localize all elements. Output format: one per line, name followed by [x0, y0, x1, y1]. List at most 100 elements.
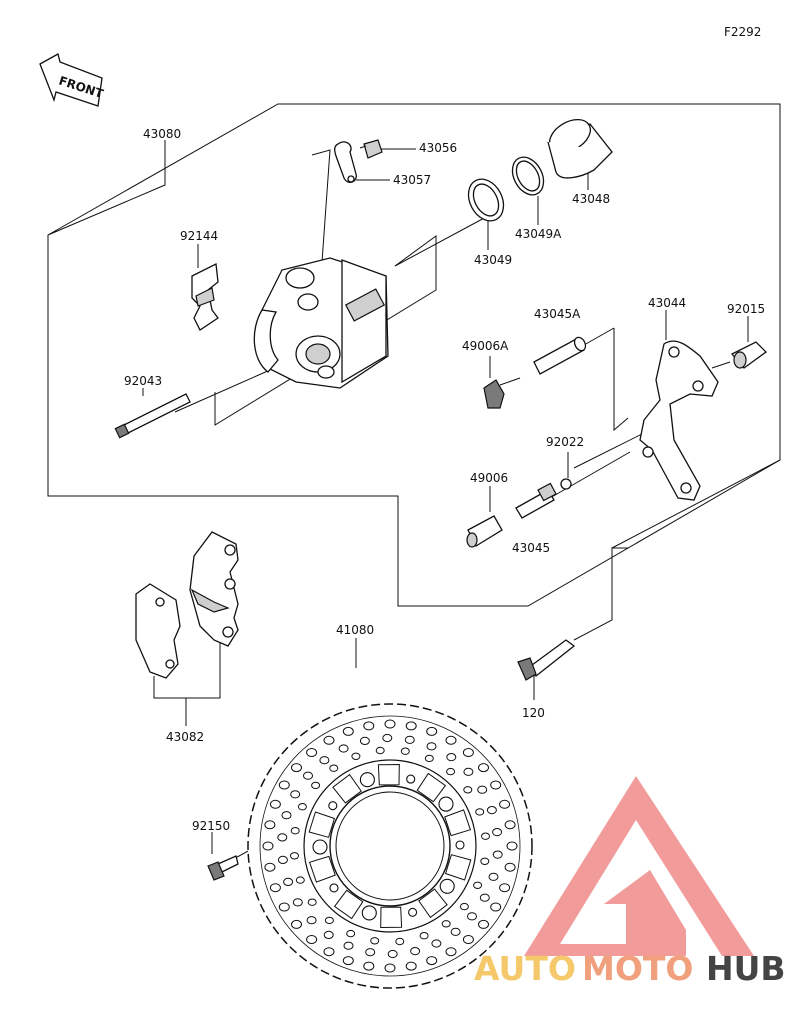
- label-43080: 43080: [143, 127, 181, 141]
- disc-bolt-hole: [408, 907, 418, 917]
- disc-spoke-cutout: [444, 809, 472, 837]
- disc-hole: [346, 929, 356, 938]
- disc-hole: [311, 781, 321, 790]
- brake-disc: [247, 703, 533, 989]
- disc-bolt-hole: [312, 839, 328, 855]
- slide-pin-43045a: [533, 336, 587, 375]
- disc-spoke-cutout: [308, 811, 336, 838]
- watermark-logo: [524, 776, 754, 956]
- disc-hole: [290, 827, 300, 835]
- disc-hole: [481, 832, 490, 840]
- disc-bolt-hole: [328, 801, 338, 811]
- disc-hole: [426, 956, 438, 966]
- circlip-92022: [560, 478, 572, 490]
- caliper-bracket: [639, 340, 719, 501]
- label-49006: 49006: [470, 471, 508, 485]
- disc-hole: [323, 947, 335, 957]
- label-120: 120: [522, 706, 545, 720]
- disc-hole: [278, 780, 290, 790]
- disc-hole: [323, 735, 335, 745]
- disc-hole: [405, 721, 417, 731]
- disc-hole: [404, 735, 415, 744]
- disc-hole: [499, 883, 511, 893]
- disc-hole: [478, 763, 489, 773]
- pad-spring: [191, 263, 219, 331]
- disc-hole: [459, 902, 469, 911]
- disc-hole: [424, 754, 434, 763]
- disc-hole: [462, 748, 474, 757]
- label-43082: 43082: [166, 730, 204, 744]
- disc-hole: [277, 855, 288, 865]
- disc-hole: [269, 883, 281, 893]
- disc-hole: [290, 852, 299, 860]
- label-43049a: 43049A: [515, 227, 562, 241]
- disc-hole: [405, 961, 417, 971]
- label-43057: 43057: [393, 173, 431, 187]
- boot-49006: [466, 515, 503, 548]
- disc-hole: [351, 752, 361, 760]
- disc-hole: [306, 748, 318, 757]
- disc-hole: [486, 806, 497, 815]
- disc-hole: [359, 736, 370, 746]
- disc-hole: [278, 902, 290, 912]
- disc-hole: [324, 916, 334, 925]
- disc-hole: [281, 811, 292, 820]
- disc-hole: [492, 828, 503, 837]
- label-92015: 92015: [727, 302, 765, 316]
- disc-bolt-hole: [439, 878, 455, 894]
- disc-hole: [504, 862, 516, 872]
- slide-pin-43045: [515, 482, 557, 519]
- bolt-120: [517, 639, 576, 681]
- disc-hole: [490, 902, 502, 912]
- disc-hole: [384, 719, 396, 729]
- bleeder-cap: [334, 141, 357, 184]
- disc-hole: [445, 735, 457, 745]
- disc-hole: [363, 721, 375, 731]
- disc-spoke-cutout: [444, 854, 472, 881]
- label-92144: 92144: [180, 229, 218, 243]
- disc-bolt-hole: [455, 840, 465, 850]
- disc-hole: [488, 872, 499, 881]
- figure-id: F2292: [724, 25, 761, 39]
- disc-hole: [303, 771, 313, 780]
- disc-hole: [490, 780, 502, 790]
- disc-bolt-hole: [406, 774, 416, 784]
- disc-hole: [387, 949, 398, 959]
- label-43049: 43049: [474, 253, 512, 267]
- disc-hole: [382, 733, 393, 743]
- disc-hole: [375, 746, 385, 755]
- disc-spoke-cutout: [308, 855, 336, 883]
- disc-hole: [395, 937, 405, 946]
- disc-spoke-cutout: [416, 772, 447, 803]
- disc-hole: [426, 742, 437, 751]
- disc-hole: [450, 927, 461, 936]
- disc-spoke-cutout: [377, 763, 400, 786]
- disc-bolt-hole: [361, 905, 377, 921]
- disc-hole: [342, 956, 354, 966]
- caliper-piston: [547, 118, 613, 179]
- disc-hole: [445, 947, 457, 957]
- disc-hole: [365, 948, 376, 957]
- disc-hole: [419, 932, 429, 940]
- disc-hole: [363, 961, 375, 971]
- collar-92015: [730, 341, 767, 369]
- disc-hole: [463, 767, 474, 776]
- disc-hole: [323, 930, 334, 940]
- label-43048: 43048: [572, 192, 610, 206]
- pad-pin: [114, 393, 191, 439]
- label-43044: 43044: [648, 296, 686, 310]
- disc-hole: [475, 808, 485, 816]
- disc-spoke-cutout: [332, 773, 362, 804]
- disc-hole: [264, 862, 276, 872]
- disc-hole: [283, 877, 294, 887]
- disc-hole: [307, 898, 317, 906]
- label-43045a: 43045A: [534, 307, 581, 321]
- disc-hole: [291, 919, 302, 929]
- disc-hole: [306, 916, 317, 925]
- label-43045: 43045: [512, 541, 550, 555]
- disc-hole: [504, 820, 516, 830]
- disc-hole: [295, 876, 305, 884]
- caliper-body: [253, 257, 389, 389]
- disc-hole: [342, 726, 354, 736]
